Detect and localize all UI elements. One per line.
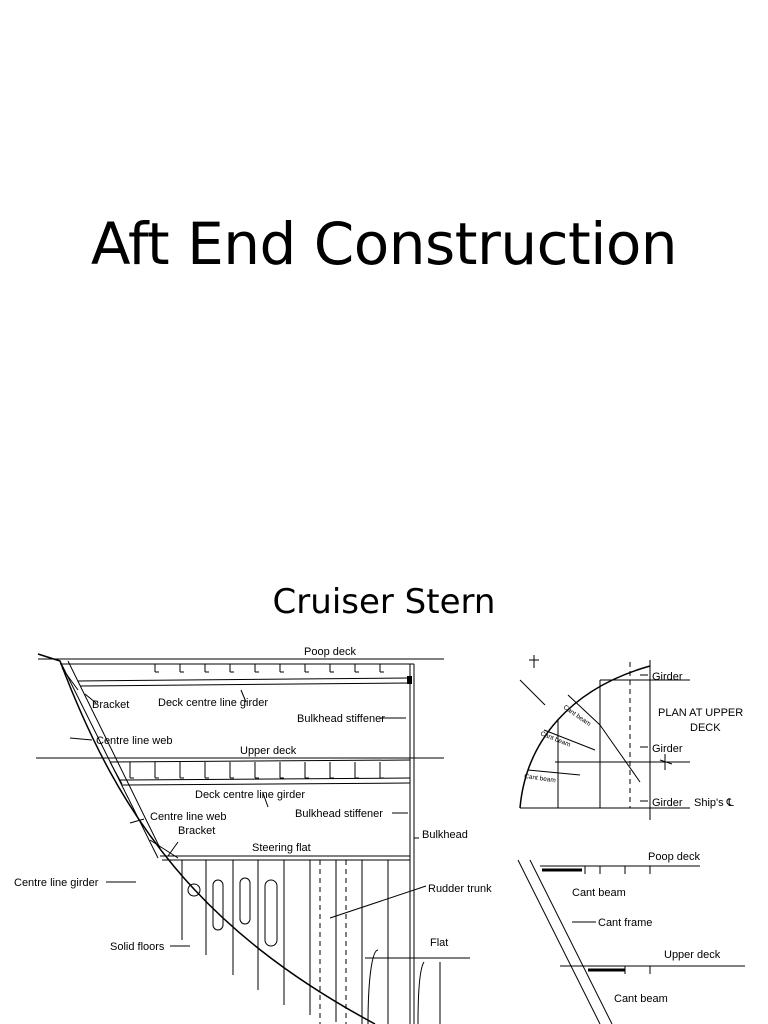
plan-label-title-1: PLAN AT UPPER (658, 707, 743, 719)
label-flat: Flat (430, 937, 448, 949)
label-bracket-top: Bracket (92, 699, 129, 711)
plan-label-cant-beam-3: Cant beam (524, 773, 556, 784)
label-poop-deck: Poop deck (304, 646, 356, 658)
label-centre-line-girder: Centre line girder (14, 877, 99, 889)
detail-hull-line (517, 859, 601, 1024)
plan-label-cant-beam-2: Cant beam (539, 730, 571, 748)
cant-frame-detail: Poop deck Cant beam Cant frame Upper dec… (517, 851, 745, 1024)
detail-label-upper-deck: Upper deck (664, 949, 721, 961)
label-centre-line-web-top: Centre line web (96, 735, 172, 747)
upper-deck-beams (129, 762, 384, 779)
slide-title: Aft End Construction (90, 210, 678, 278)
plan-label-girder-3: Girder (652, 797, 683, 809)
inner-shell (59, 660, 159, 859)
poop-deck-beams (154, 664, 384, 673)
label-rudder-trunk: Rudder trunk (428, 883, 492, 895)
plan-label-cant-beam-1: Cant beam (562, 704, 592, 728)
label-bulkhead-stiffener-mid: Bulkhead stiffener (295, 808, 383, 820)
label-steering-flat: Steering flat (252, 842, 311, 854)
label-upper-deck: Upper deck (240, 745, 297, 757)
label-bulkhead-stiffener-top: Bulkhead stiffener (297, 713, 385, 725)
label-bulkhead: Bulkhead (422, 829, 468, 841)
label-bracket-mid: Bracket (178, 825, 215, 837)
label-deck-centre-line-girder-top: Deck centre line girder (158, 697, 268, 709)
detail-label-cant-beam-top: Cant beam (572, 887, 626, 899)
label-deck-centre-line-girder-mid: Deck centre line girder (195, 789, 305, 801)
detail-label-cant-beam-bottom: Cant beam (614, 993, 668, 1005)
solid-floors (181, 860, 389, 1024)
label-centre-line-web-mid: Centre line web (150, 811, 226, 823)
plan-label-ships-cl: Ship's ℄ (694, 797, 734, 809)
slide-subtitle: Cruiser Stern (272, 582, 496, 622)
label-solid-floors: Solid floors (110, 941, 165, 953)
hull-outline (37, 653, 376, 1024)
detail-label-cant-frame: Cant frame (598, 917, 652, 929)
plan-label-girder-2: Girder (652, 743, 683, 755)
stern-section-view: Poop deck Bracket Deck centre line girde… (14, 646, 492, 1024)
plan-label-title-2: DECK (690, 722, 721, 734)
plan-outline (519, 665, 651, 809)
detail-label-poop-deck: Poop deck (648, 851, 700, 863)
plan-label-girder-1: Girder (652, 671, 683, 683)
plan-view: Cant beam Cant beam Cant beam Girder PLA… (519, 655, 743, 820)
